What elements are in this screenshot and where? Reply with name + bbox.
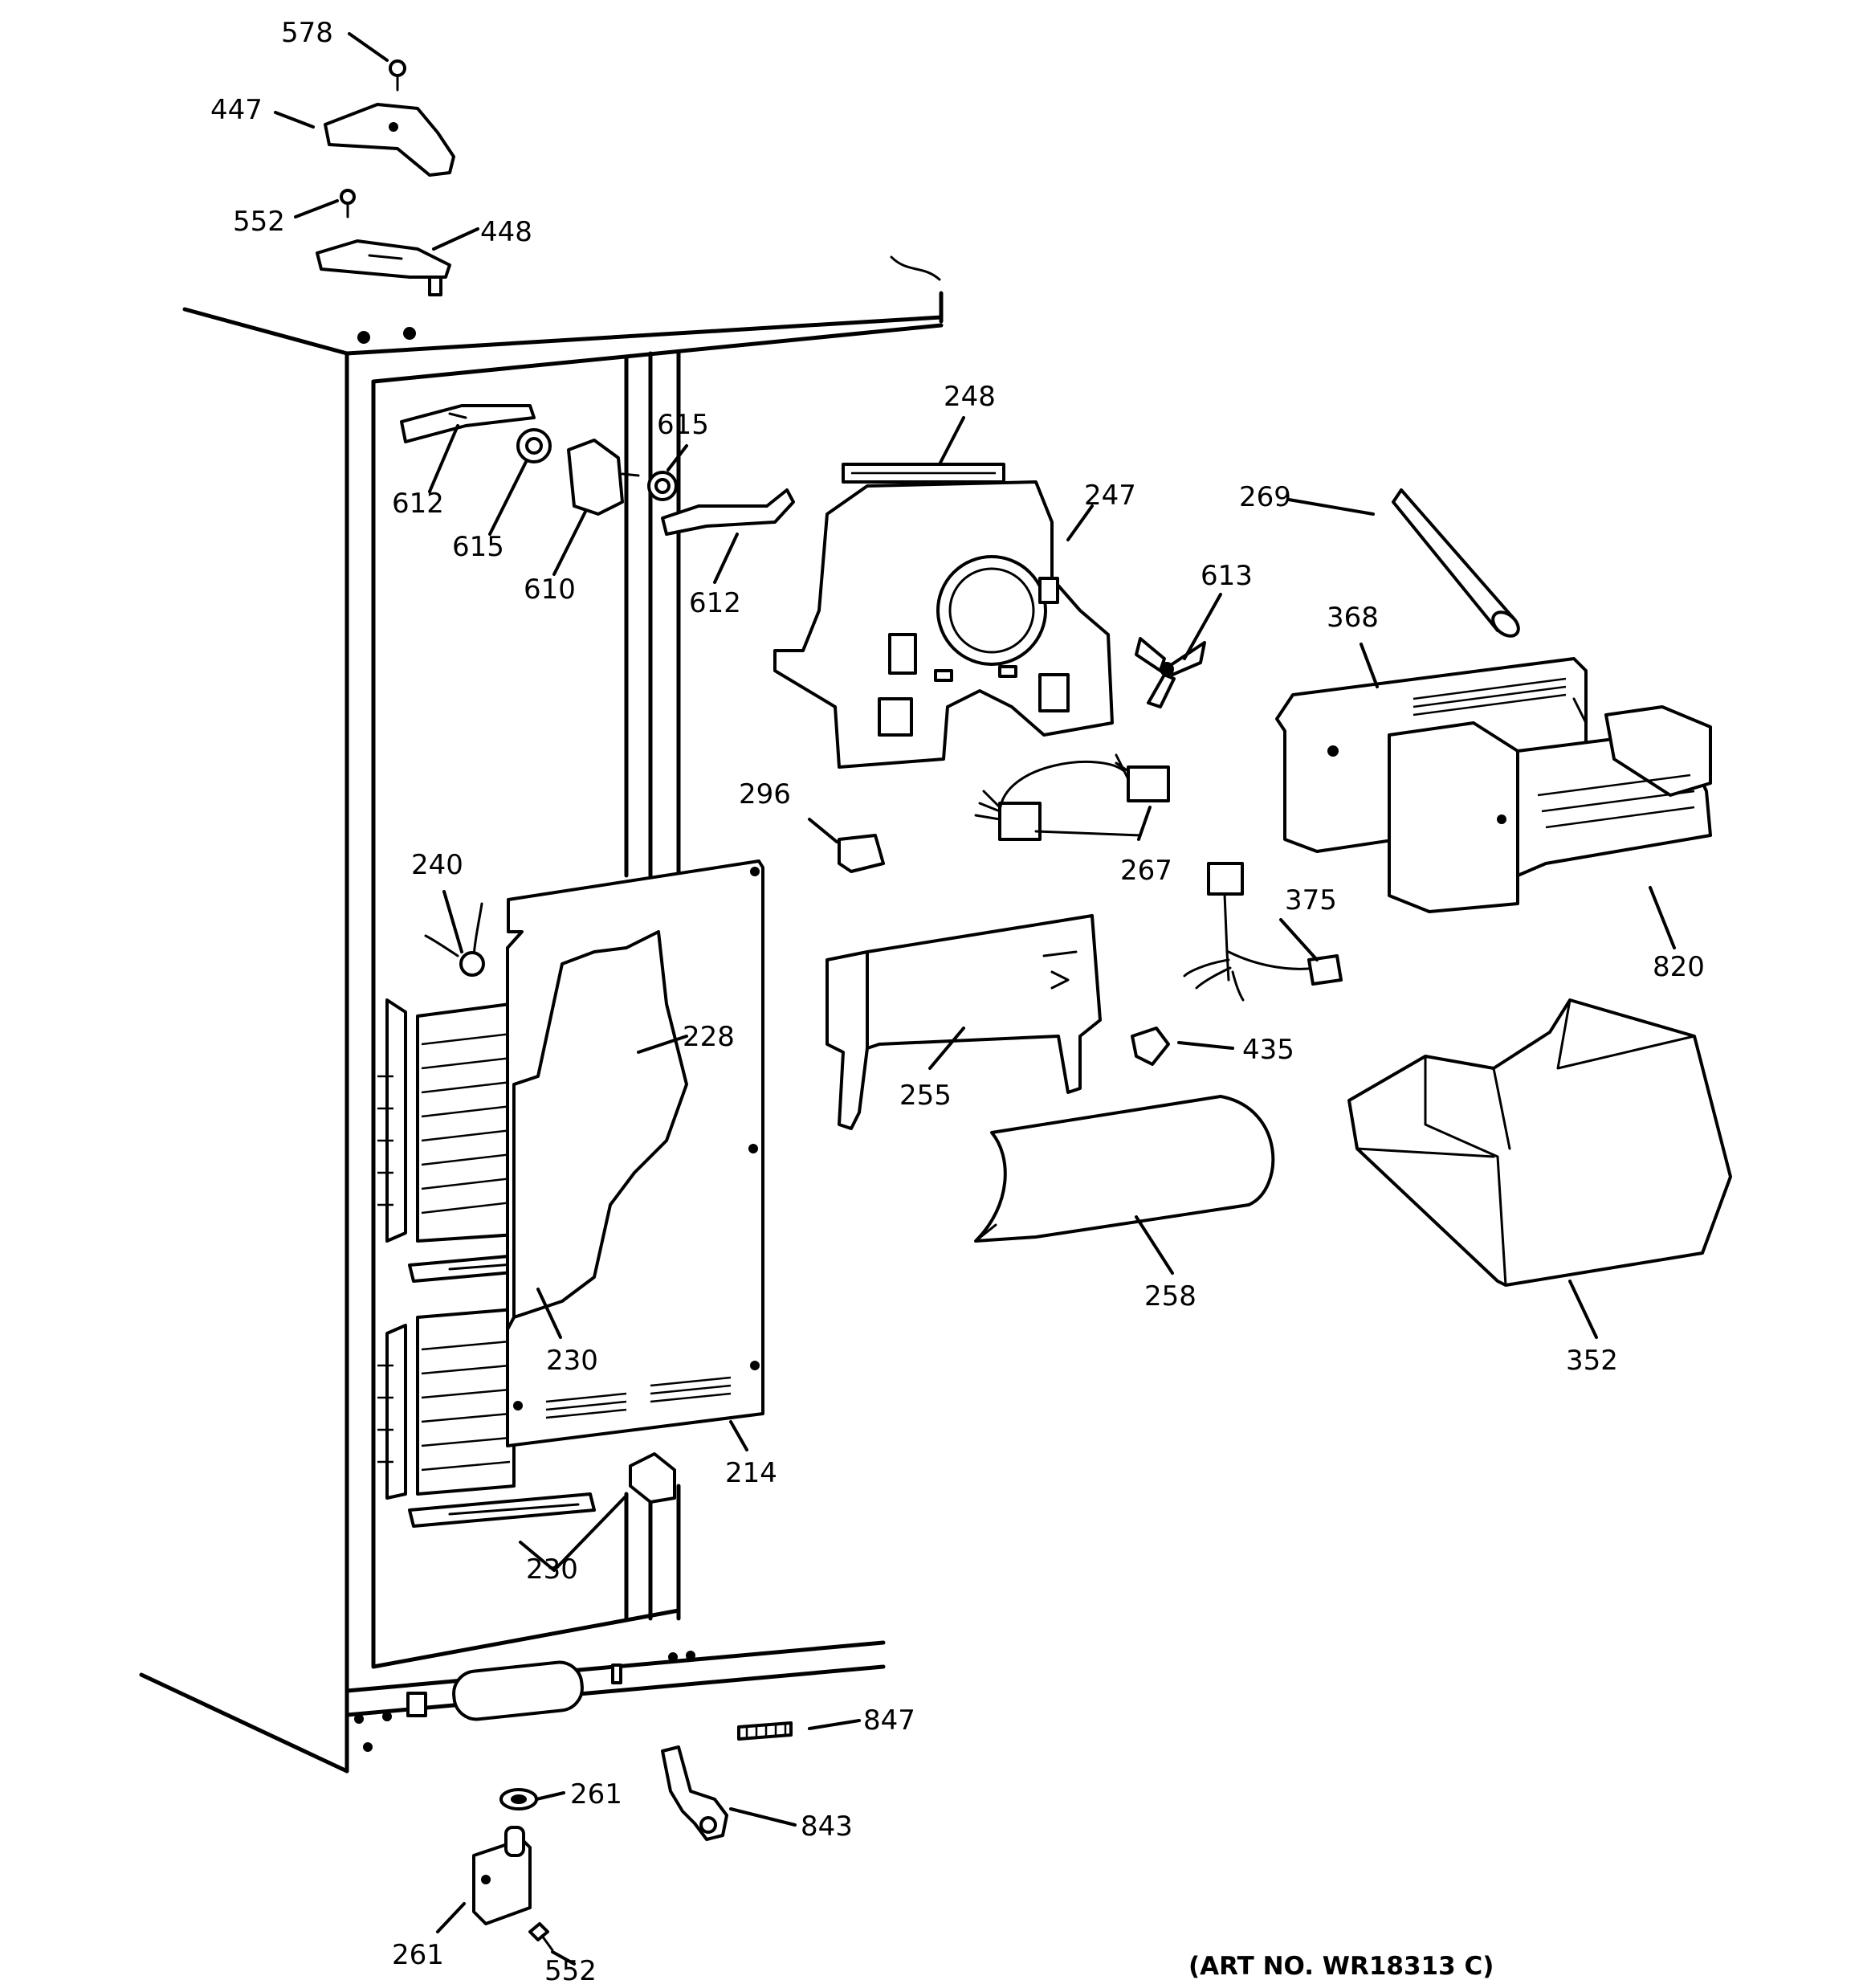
relay-296 — [838, 834, 885, 873]
callout-435: 435 — [1242, 1034, 1294, 1066]
callout-296: 296 — [739, 778, 791, 810]
screw-552-bottom — [528, 1922, 554, 1952]
callout-447: 447 — [210, 94, 263, 126]
gasket-248 — [842, 463, 1005, 484]
callout-610: 610 — [524, 574, 576, 606]
screw-552-top — [340, 189, 356, 218]
evaporator-cover-214 — [506, 859, 764, 1447]
callout-552: 552 — [233, 206, 285, 238]
ice-maker-820 — [1388, 705, 1712, 913]
shroud-255 — [826, 914, 1102, 1130]
evaporator-lower — [377, 1308, 516, 1500]
callout-261-b: 261 — [392, 1939, 444, 1971]
callout-247: 247 — [1084, 480, 1136, 512]
callout-615: 615 — [452, 531, 504, 563]
callout-214: 214 — [725, 1457, 777, 1489]
cover-258 — [974, 1095, 1275, 1243]
bracket-612-left — [400, 404, 536, 443]
callout-578: 578 — [281, 17, 333, 49]
grommet-615-left — [516, 428, 552, 463]
callout-255: 255 — [899, 1080, 952, 1112]
callout-612: 612 — [392, 488, 444, 520]
wire-harness-375 — [1183, 862, 1343, 1002]
heater-230-lower — [408, 1492, 596, 1528]
damper-control-610 — [567, 439, 640, 516]
bottom-hinge-261 — [472, 1826, 532, 1925]
cam-843 — [661, 1745, 728, 1841]
spring-847 — [737, 1721, 793, 1741]
callout-269: 269 — [1239, 481, 1291, 513]
callout-261: 261 — [570, 1778, 622, 1810]
ice-bucket-352 — [1347, 998, 1732, 1287]
callout-248: 248 — [944, 381, 996, 413]
fill-tube-269 — [1392, 488, 1520, 638]
callout-258: 258 — [1144, 1280, 1196, 1312]
callout-240: 240 — [411, 849, 463, 881]
screw-578 — [389, 59, 406, 92]
callout-352: 352 — [1566, 1345, 1618, 1377]
callout-613: 613 — [1201, 560, 1253, 592]
washer-261-top — [499, 1788, 538, 1810]
callout-368: 368 — [1327, 602, 1379, 634]
cabinet — [139, 255, 944, 1774]
wire-harness-267 — [974, 753, 1170, 841]
callout-230-b: 230 — [526, 1553, 578, 1586]
evaporator-cover-247 — [773, 480, 1114, 769]
callout-615-b: 615 — [657, 409, 709, 441]
damper-435 — [1131, 1027, 1170, 1066]
callout-843: 843 — [801, 1810, 853, 1843]
top-hinge-cover — [324, 103, 455, 177]
art-number: (ART NO. WR18313 C) — [1188, 1952, 1494, 1981]
fan-blade-613 — [1135, 637, 1206, 708]
callout-labels: 578 447 552 448 612 615 615 610 612 248 … — [210, 17, 1705, 1987]
bracket-lower — [629, 1452, 676, 1504]
callout-820: 820 — [1653, 951, 1705, 983]
callout-230: 230 — [546, 1345, 598, 1377]
grommet-615-right — [647, 471, 678, 501]
callout-552-b: 552 — [544, 1955, 597, 1987]
callout-612-b: 612 — [689, 587, 741, 619]
callout-375: 375 — [1285, 884, 1337, 916]
bracket-612-right — [661, 488, 795, 536]
callout-228: 228 — [683, 1021, 735, 1053]
callout-267: 267 — [1120, 855, 1172, 887]
callout-847: 847 — [863, 1704, 915, 1737]
top-hinge-bracket — [316, 239, 451, 296]
leader-lines — [274, 32, 1676, 1966]
callout-448: 448 — [480, 216, 532, 248]
